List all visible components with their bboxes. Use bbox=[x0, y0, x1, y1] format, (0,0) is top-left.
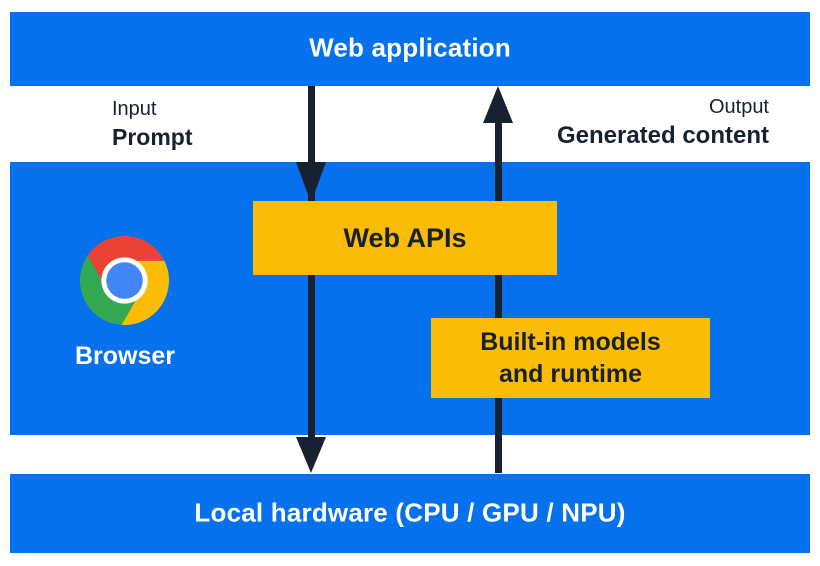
prompt-down-arrowhead-into-hardware bbox=[296, 437, 326, 473]
output-title: Output bbox=[708, 96, 769, 118]
generated-content-up-arrow-shaft bbox=[495, 121, 502, 473]
output-value: Generated content bbox=[556, 122, 769, 149]
web-application-bar: Web application bbox=[10, 12, 810, 86]
builtin-models-label-line1: Built-in models bbox=[480, 328, 661, 356]
local-hardware-bar: Local hardware (CPU / GPU / NPU) bbox=[10, 474, 810, 553]
builtin-models-box: Built-in models and runtime bbox=[431, 318, 710, 398]
web-application-label: Web application bbox=[309, 32, 511, 63]
local-hardware-label: Local hardware (CPU / GPU / NPU) bbox=[194, 496, 626, 527]
input-annotation: Input Prompt bbox=[112, 99, 193, 149]
input-value: Prompt bbox=[112, 124, 193, 150]
generated-content-up-arrowhead bbox=[483, 86, 513, 123]
input-title: Input bbox=[112, 98, 157, 120]
output-annotation: Output Generated content bbox=[557, 97, 769, 148]
web-apis-box: Web APIs bbox=[253, 201, 557, 275]
chrome-logo-icon bbox=[80, 236, 169, 325]
builtin-models-label-line2: and runtime bbox=[498, 360, 643, 388]
web-apis-label: Web APIs bbox=[343, 222, 467, 253]
browser-label: Browser bbox=[74, 342, 176, 370]
